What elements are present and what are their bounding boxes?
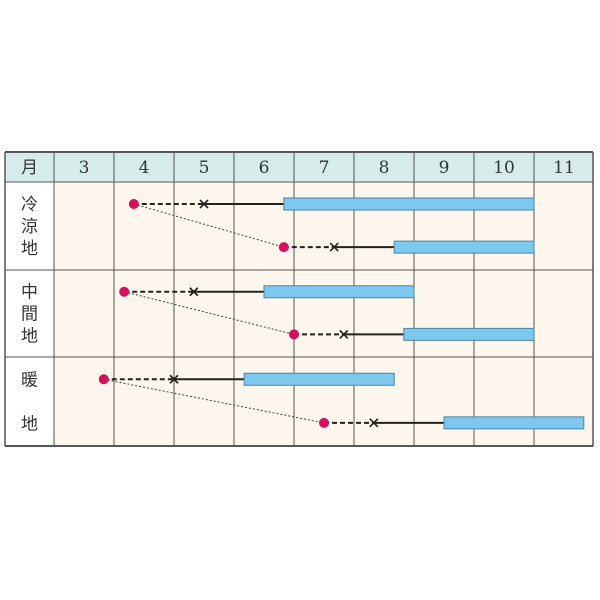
sowing-dot-icon	[278, 242, 289, 253]
month-header-4: 4	[139, 158, 150, 178]
month-header-7: 7	[319, 158, 330, 178]
sowing-dot-icon	[319, 417, 329, 428]
sowing-dot-icon	[119, 286, 130, 297]
planting-x-icon	[369, 418, 379, 428]
planting-x-icon	[339, 329, 349, 339]
grid-lines	[4, 151, 594, 447]
harvest-bar	[263, 285, 415, 299]
region-label-char: 地	[21, 415, 38, 435]
month-header-6: 6	[259, 158, 270, 178]
planting-x-icon	[199, 199, 209, 209]
region-3-schedule	[98, 372, 585, 430]
harvest-bar	[243, 372, 395, 386]
harvest-bar	[283, 197, 535, 211]
region-label-char: 地	[21, 239, 38, 259]
region-2-schedule	[119, 285, 535, 341]
grid-backgrounds	[5, 152, 593, 446]
header-month-label: 月	[21, 158, 38, 178]
sowing-connector-line	[124, 291, 295, 335]
region-label-char: 暖	[21, 371, 38, 391]
region-label-char: 冷	[21, 195, 38, 215]
sowing-dot-icon	[289, 329, 299, 340]
harvest-bar	[403, 327, 535, 341]
planting-x-icon	[329, 242, 339, 252]
schedule-marks	[98, 197, 585, 430]
harvest-bar	[393, 240, 535, 254]
sowing-connector-line	[103, 378, 325, 424]
harvest-bar	[443, 416, 585, 430]
region-label-char: 涼	[21, 217, 38, 237]
month-header-8: 8	[379, 158, 390, 178]
month-header-5: 5	[199, 158, 210, 178]
month-header-11: 11	[553, 158, 575, 178]
month-header-10: 10	[493, 158, 515, 178]
label-column-bg	[5, 182, 54, 446]
region-label-char: 中	[21, 283, 38, 303]
sowing-dot-icon	[128, 199, 139, 209]
cells-bg	[54, 182, 593, 446]
region-label-char: 間	[21, 305, 38, 325]
month-header-9: 9	[439, 158, 450, 178]
sowing-dot-icon	[98, 374, 109, 385]
month-header-3: 3	[79, 158, 90, 178]
region-1-schedule	[128, 197, 535, 254]
region-label-char: 地	[21, 327, 38, 347]
planting-x-icon	[169, 374, 179, 384]
planting-x-icon	[189, 287, 199, 297]
header-row-bg	[5, 152, 593, 182]
